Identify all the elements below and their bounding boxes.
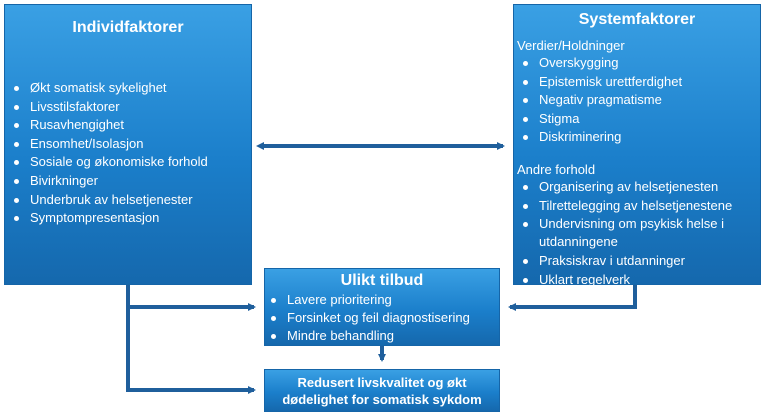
resultat-line-1: Redusert livskvalitet og økt bbox=[297, 375, 467, 390]
list-item: Undervisning om psykisk helse i utdannin… bbox=[523, 215, 764, 251]
list-item: Epistemisk urettferdighet bbox=[522, 73, 682, 92]
arrow-individ-resultat bbox=[126, 307, 256, 394]
list-item: Praksiskrav i utdanninger bbox=[523, 252, 764, 271]
list-item: Ensomhet/Isolasjon bbox=[14, 135, 208, 154]
list-item: Uklart regelverk bbox=[523, 271, 764, 290]
verdier-heading: Verdier/Holdninger bbox=[517, 38, 625, 53]
list-item: Forsinket og feil diagnostisering bbox=[271, 310, 470, 325]
individfaktorer-list: Økt somatisk sykelighet Livsstilsfaktore… bbox=[14, 79, 208, 228]
ulikt-tilbud-box: Ulikt tilbud Lavere prioritering Forsink… bbox=[264, 268, 500, 346]
individfaktorer-box: Individfaktorer Økt somatisk sykelighet … bbox=[4, 4, 252, 285]
list-item: Symptompresentasjon bbox=[14, 209, 208, 228]
list-item: Mindre behandling bbox=[271, 327, 470, 345]
systemfaktorer-box: Systemfaktorer Verdier/Holdninger Oversk… bbox=[513, 4, 761, 287]
arrow-individ-ulikt bbox=[126, 285, 256, 311]
list-item: Rusavhengighet bbox=[14, 116, 208, 135]
ulikt-tilbud-list: Lavere prioritering Forsinket og feil di… bbox=[271, 291, 470, 345]
list-item: Diskriminering bbox=[522, 128, 682, 147]
systemfaktorer-title: Systemfaktorer bbox=[578, 11, 696, 28]
andre-forhold-list: Organisering av helsetjenesten Tilrettel… bbox=[523, 178, 764, 290]
individfaktorer-title: Individfaktorer bbox=[72, 19, 184, 36]
list-item: Organisering av helsetjenesten bbox=[523, 178, 764, 197]
list-item: Lavere prioritering bbox=[271, 291, 470, 309]
arrow-system-ulikt bbox=[508, 285, 637, 311]
list-item: Sosiale og økonomiske forhold bbox=[14, 153, 208, 172]
resultat-line-2: dødelighet for somatisk sykdom bbox=[282, 392, 482, 407]
verdier-list: Overskygging Epistemisk urettferdighet N… bbox=[522, 54, 682, 147]
list-item: Overskygging bbox=[522, 54, 682, 73]
list-item: Stigma bbox=[522, 110, 682, 129]
list-item: Bivirkninger bbox=[14, 172, 208, 191]
list-item: Negativ pragmatisme bbox=[522, 91, 682, 110]
list-item: Livsstilsfaktorer bbox=[14, 98, 208, 117]
resultat-text: Redusert livskvalitet og økt dødelighet … bbox=[265, 374, 499, 408]
list-item: Tilrettelegging av helsetjenestene bbox=[523, 197, 764, 216]
list-item: Underbruk av helsetjenester bbox=[14, 191, 208, 210]
resultat-box: Redusert livskvalitet og økt dødelighet … bbox=[264, 369, 500, 412]
list-item: Økt somatisk sykelighet bbox=[14, 79, 208, 98]
ulikt-tilbud-title: Ulikt tilbud bbox=[340, 272, 424, 289]
andre-forhold-heading: Andre forhold bbox=[517, 162, 596, 177]
